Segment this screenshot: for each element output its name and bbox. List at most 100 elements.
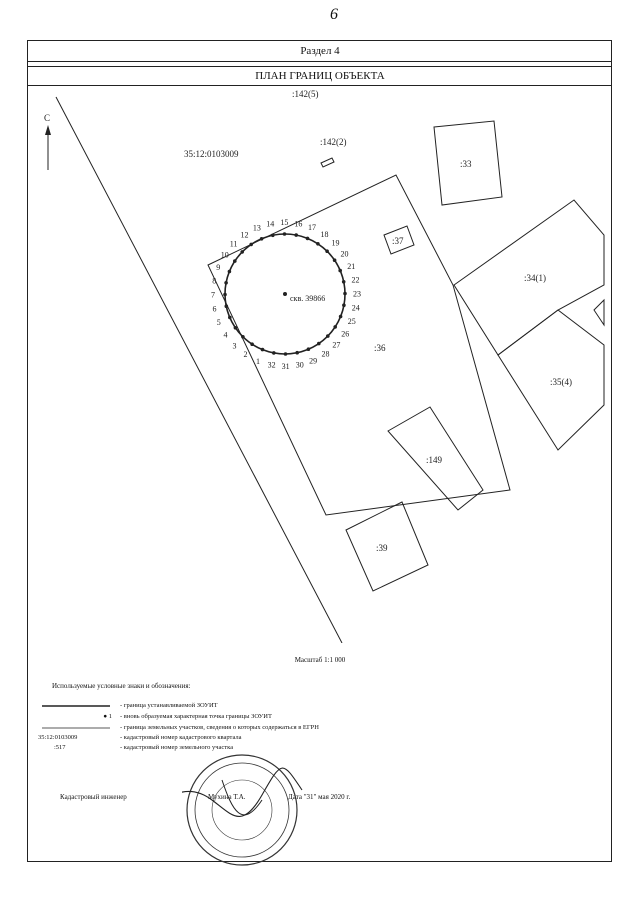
point-label-22: 22 [352, 275, 360, 284]
legend-symbol-point: ● 1 [103, 713, 112, 720]
point-label-21: 21 [347, 262, 355, 271]
point-label-10: 10 [221, 251, 229, 260]
point-label-7: 7 [211, 291, 215, 300]
point-marker-15 [282, 232, 287, 236]
point-label-9: 9 [216, 263, 220, 272]
legend-text-parcel-number: - кадастровый номер земельного участка [120, 744, 234, 751]
point-marker-5 [228, 315, 232, 320]
point-label-5: 5 [217, 318, 221, 327]
point-marker-24 [342, 303, 346, 307]
signature-date: Дата "31" мая 2020 г. [288, 793, 351, 801]
legend-text-zouit-boundary: - граница устанавливаемой ЗОУИТ [120, 702, 218, 709]
point-marker-29 [306, 347, 311, 352]
point-label-11: 11 [230, 240, 238, 249]
point-label-6: 6 [213, 305, 217, 314]
point-marker-23 [343, 291, 347, 296]
point-marker-16 [294, 233, 299, 237]
parcel-33-outline [433, 120, 503, 206]
legend-symbol-parcel-line [40, 723, 112, 732]
point-marker-19 [325, 249, 329, 253]
point-label-24: 24 [352, 303, 360, 312]
point-marker-25 [338, 314, 343, 319]
point-marker-14 [271, 233, 275, 238]
parcel-149-outline [387, 406, 484, 511]
parcel-label-142-5: :142(5) [292, 89, 319, 99]
point-marker-28 [317, 341, 321, 346]
parcel-label-39: :39 [376, 543, 388, 553]
point-label-2: 2 [244, 350, 248, 359]
point-label-16: 16 [294, 219, 302, 228]
point-label-4: 4 [224, 331, 228, 340]
point-marker-7 [223, 292, 227, 297]
parcel-142-2-outline [320, 157, 335, 168]
point-marker-13 [259, 237, 264, 241]
point-label-15: 15 [280, 218, 288, 227]
point-label-26: 26 [341, 330, 349, 339]
parcel-label-34-1: :34(1) [524, 273, 546, 283]
point-marker-10 [233, 259, 237, 263]
point-marker-8 [224, 281, 228, 285]
north-arrow-head [45, 125, 51, 135]
point-marker-9 [227, 269, 232, 274]
legend-text-parcel-boundary: - граница земельных участков, сведения о… [120, 724, 319, 731]
legend-title: Используемые условные знаки и обозначени… [52, 682, 191, 690]
point-label-28: 28 [322, 350, 330, 359]
parcel-39-outline [345, 501, 429, 592]
legend-text-quarter-number: - кадастровый номер кадастрового квартал… [120, 734, 242, 741]
point-label-32: 32 [268, 361, 276, 370]
parcel-label-33: :33 [460, 159, 472, 169]
point-label-3: 3 [233, 341, 237, 350]
engineer-name: Мухина Т.А. [208, 793, 246, 801]
point-label-13: 13 [253, 224, 261, 233]
point-label-27: 27 [332, 341, 340, 350]
point-label-23: 23 [353, 289, 361, 298]
legend-symbol-quarter-number: 35:12:0103009 [38, 734, 78, 741]
signature-line: Кадастровый инженер Мухина Т.А. Дата "31… [60, 793, 560, 807]
point-label-18: 18 [321, 230, 329, 239]
legend-symbol-parcel-number: :517 [54, 744, 66, 751]
point-marker-21 [338, 268, 343, 273]
point-marker-30 [295, 350, 300, 355]
point-label-14: 14 [266, 220, 274, 229]
point-label-31: 31 [282, 362, 290, 371]
document-frame [27, 40, 612, 862]
point-marker-4 [233, 326, 238, 330]
point-marker-2 [250, 342, 254, 347]
legend-text-characteristic-point: - вновь образуемая характерная точка гра… [120, 713, 272, 720]
parcel-label-35-4: :35(4) [550, 377, 572, 387]
map-scale: Масштаб 1:1 000 [294, 656, 346, 664]
point-marker-18 [316, 242, 320, 246]
quarter-boundary-line [55, 96, 343, 643]
point-label-29: 29 [309, 356, 317, 365]
point-label-12: 12 [241, 231, 249, 240]
parcel-36-outline [207, 174, 511, 516]
point-marker-31 [283, 352, 288, 356]
parcel-label-149: :149 [426, 455, 443, 465]
quarter-number-label: 35:12:0103009 [184, 149, 239, 159]
plan-title: ПЛАН ГРАНИЦ ОБЪЕКТА [28, 66, 612, 86]
point-marker-3 [241, 335, 245, 339]
point-label-17: 17 [308, 223, 316, 232]
point-marker-17 [305, 236, 310, 241]
point-marker-6 [224, 304, 229, 308]
parcel-35-outline [497, 309, 605, 451]
well-label: скв. 39866 [290, 294, 325, 303]
point-marker-26 [333, 325, 338, 329]
parcel-37-outline [383, 225, 415, 255]
parcel-label-36: :36 [374, 343, 386, 353]
north-label: С [44, 113, 50, 123]
section-header: Раздел 4 [28, 41, 612, 62]
point-marker-27 [326, 334, 330, 338]
point-marker-22 [341, 280, 346, 284]
point-label-20: 20 [341, 250, 349, 259]
page-number: 6 [330, 6, 338, 23]
point-label-19: 19 [332, 239, 340, 248]
point-label-30: 30 [296, 361, 304, 370]
point-marker-20 [332, 258, 337, 262]
signature-label: Кадастровый инженер [60, 793, 127, 801]
parcel-label-142-2: :142(2) [320, 137, 347, 147]
point-marker-11 [240, 250, 244, 254]
well-marker [283, 292, 287, 296]
